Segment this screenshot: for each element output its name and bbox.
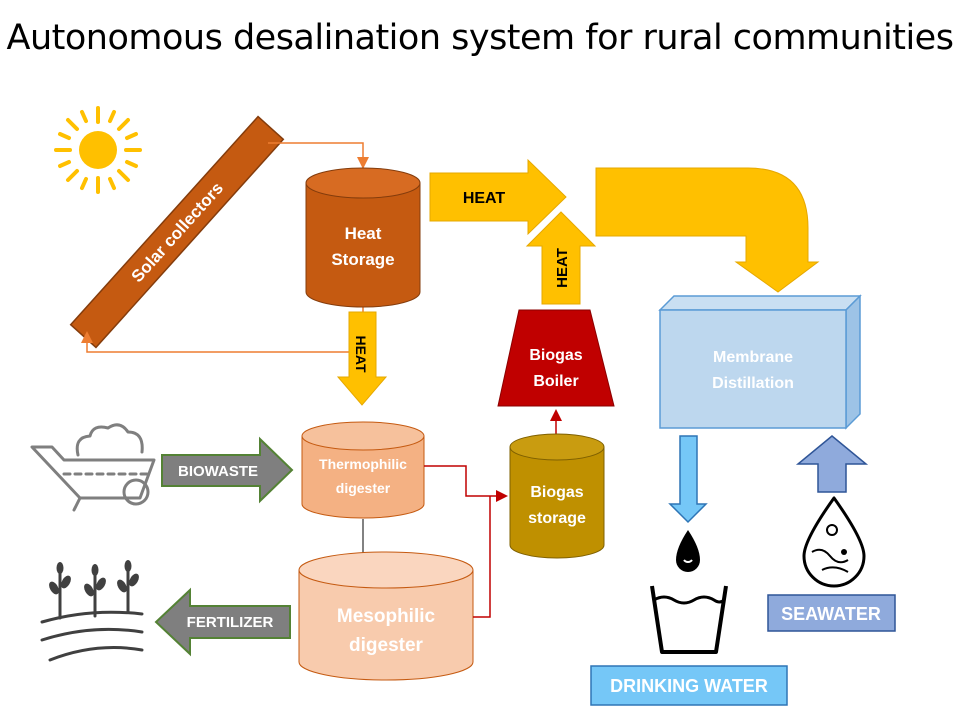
- mesophilic-digester: Mesophilic digester: [298, 551, 474, 681]
- biogas-boiler: Biogas Boiler: [497, 309, 615, 407]
- heat-arrow-down: HEAT: [336, 311, 388, 406]
- pipe-meso-to-biogas: [473, 496, 491, 618]
- membrane-label-2: Distillation: [712, 375, 794, 392]
- fertilizer-arrow: FERTILIZER: [154, 587, 291, 657]
- heat-arrow-boiler-label: HEAT: [554, 248, 571, 288]
- biogas-storage-tank: Biogas storage: [509, 433, 605, 559]
- heat-storage-label-1: Heat: [345, 224, 382, 243]
- drinking-water-box: DRINKING WATER: [590, 665, 788, 706]
- crops-icon: [40, 560, 144, 662]
- biogas-boiler-label-1: Biogas: [529, 347, 582, 364]
- sun-icon: [54, 106, 142, 194]
- heat-arrow-top-label: HEAT: [463, 190, 506, 207]
- drinking-water-label: DRINKING WATER: [610, 676, 768, 696]
- thermophilic-digester: Thermophilic digester: [301, 421, 425, 519]
- heat-storage-tank: Heat Storage: [305, 167, 421, 308]
- pipe-thermo-to-biogas: [424, 465, 508, 502]
- seawater-drop-icon: [802, 496, 866, 588]
- seawater-flow-arrow: [795, 435, 869, 493]
- solar-collectors-label: Solar collectors: [128, 179, 227, 287]
- biowaste-arrow: BIOWASTE: [161, 436, 294, 504]
- membrane-label-1: Membrane: [713, 349, 793, 366]
- fertilizer-label: FERTILIZER: [187, 614, 274, 631]
- biogas-storage-label-2: storage: [528, 510, 586, 527]
- drinking-water-flow-arrow: [668, 435, 708, 524]
- thermophilic-label-2: digester: [336, 480, 391, 496]
- heat-arrow-boiler: HEAT: [525, 211, 597, 305]
- heat-arrow-down-label: HEAT: [353, 335, 369, 373]
- biogas-storage-label-1: Biogas: [530, 484, 583, 501]
- wheelbarrow-icon: [30, 423, 156, 512]
- seawater-label: SEAWATER: [781, 604, 881, 624]
- mesophilic-label-2: digester: [349, 635, 424, 656]
- diagram-title: Autonomous desalination system for rural…: [6, 18, 954, 58]
- membrane-distillation-unit: Membrane Distillation: [658, 294, 862, 430]
- heat-storage-label-2: Storage: [331, 250, 394, 269]
- mesophilic-label-1: Mesophilic: [337, 606, 436, 627]
- biogas-boiler-label-2: Boiler: [533, 373, 578, 390]
- pipe-storage-to-solar: [81, 307, 364, 353]
- seawater-box: SEAWATER: [767, 594, 896, 632]
- heat-arrow-top: HEAT: [429, 158, 567, 236]
- water-glass-icon: [650, 530, 728, 654]
- biowaste-label: BIOWASTE: [178, 463, 258, 480]
- thermophilic-label-1: Thermophilic: [319, 456, 407, 472]
- pipe-solar-to-storage: [268, 142, 369, 169]
- heat-bent-arrow: [595, 167, 820, 293]
